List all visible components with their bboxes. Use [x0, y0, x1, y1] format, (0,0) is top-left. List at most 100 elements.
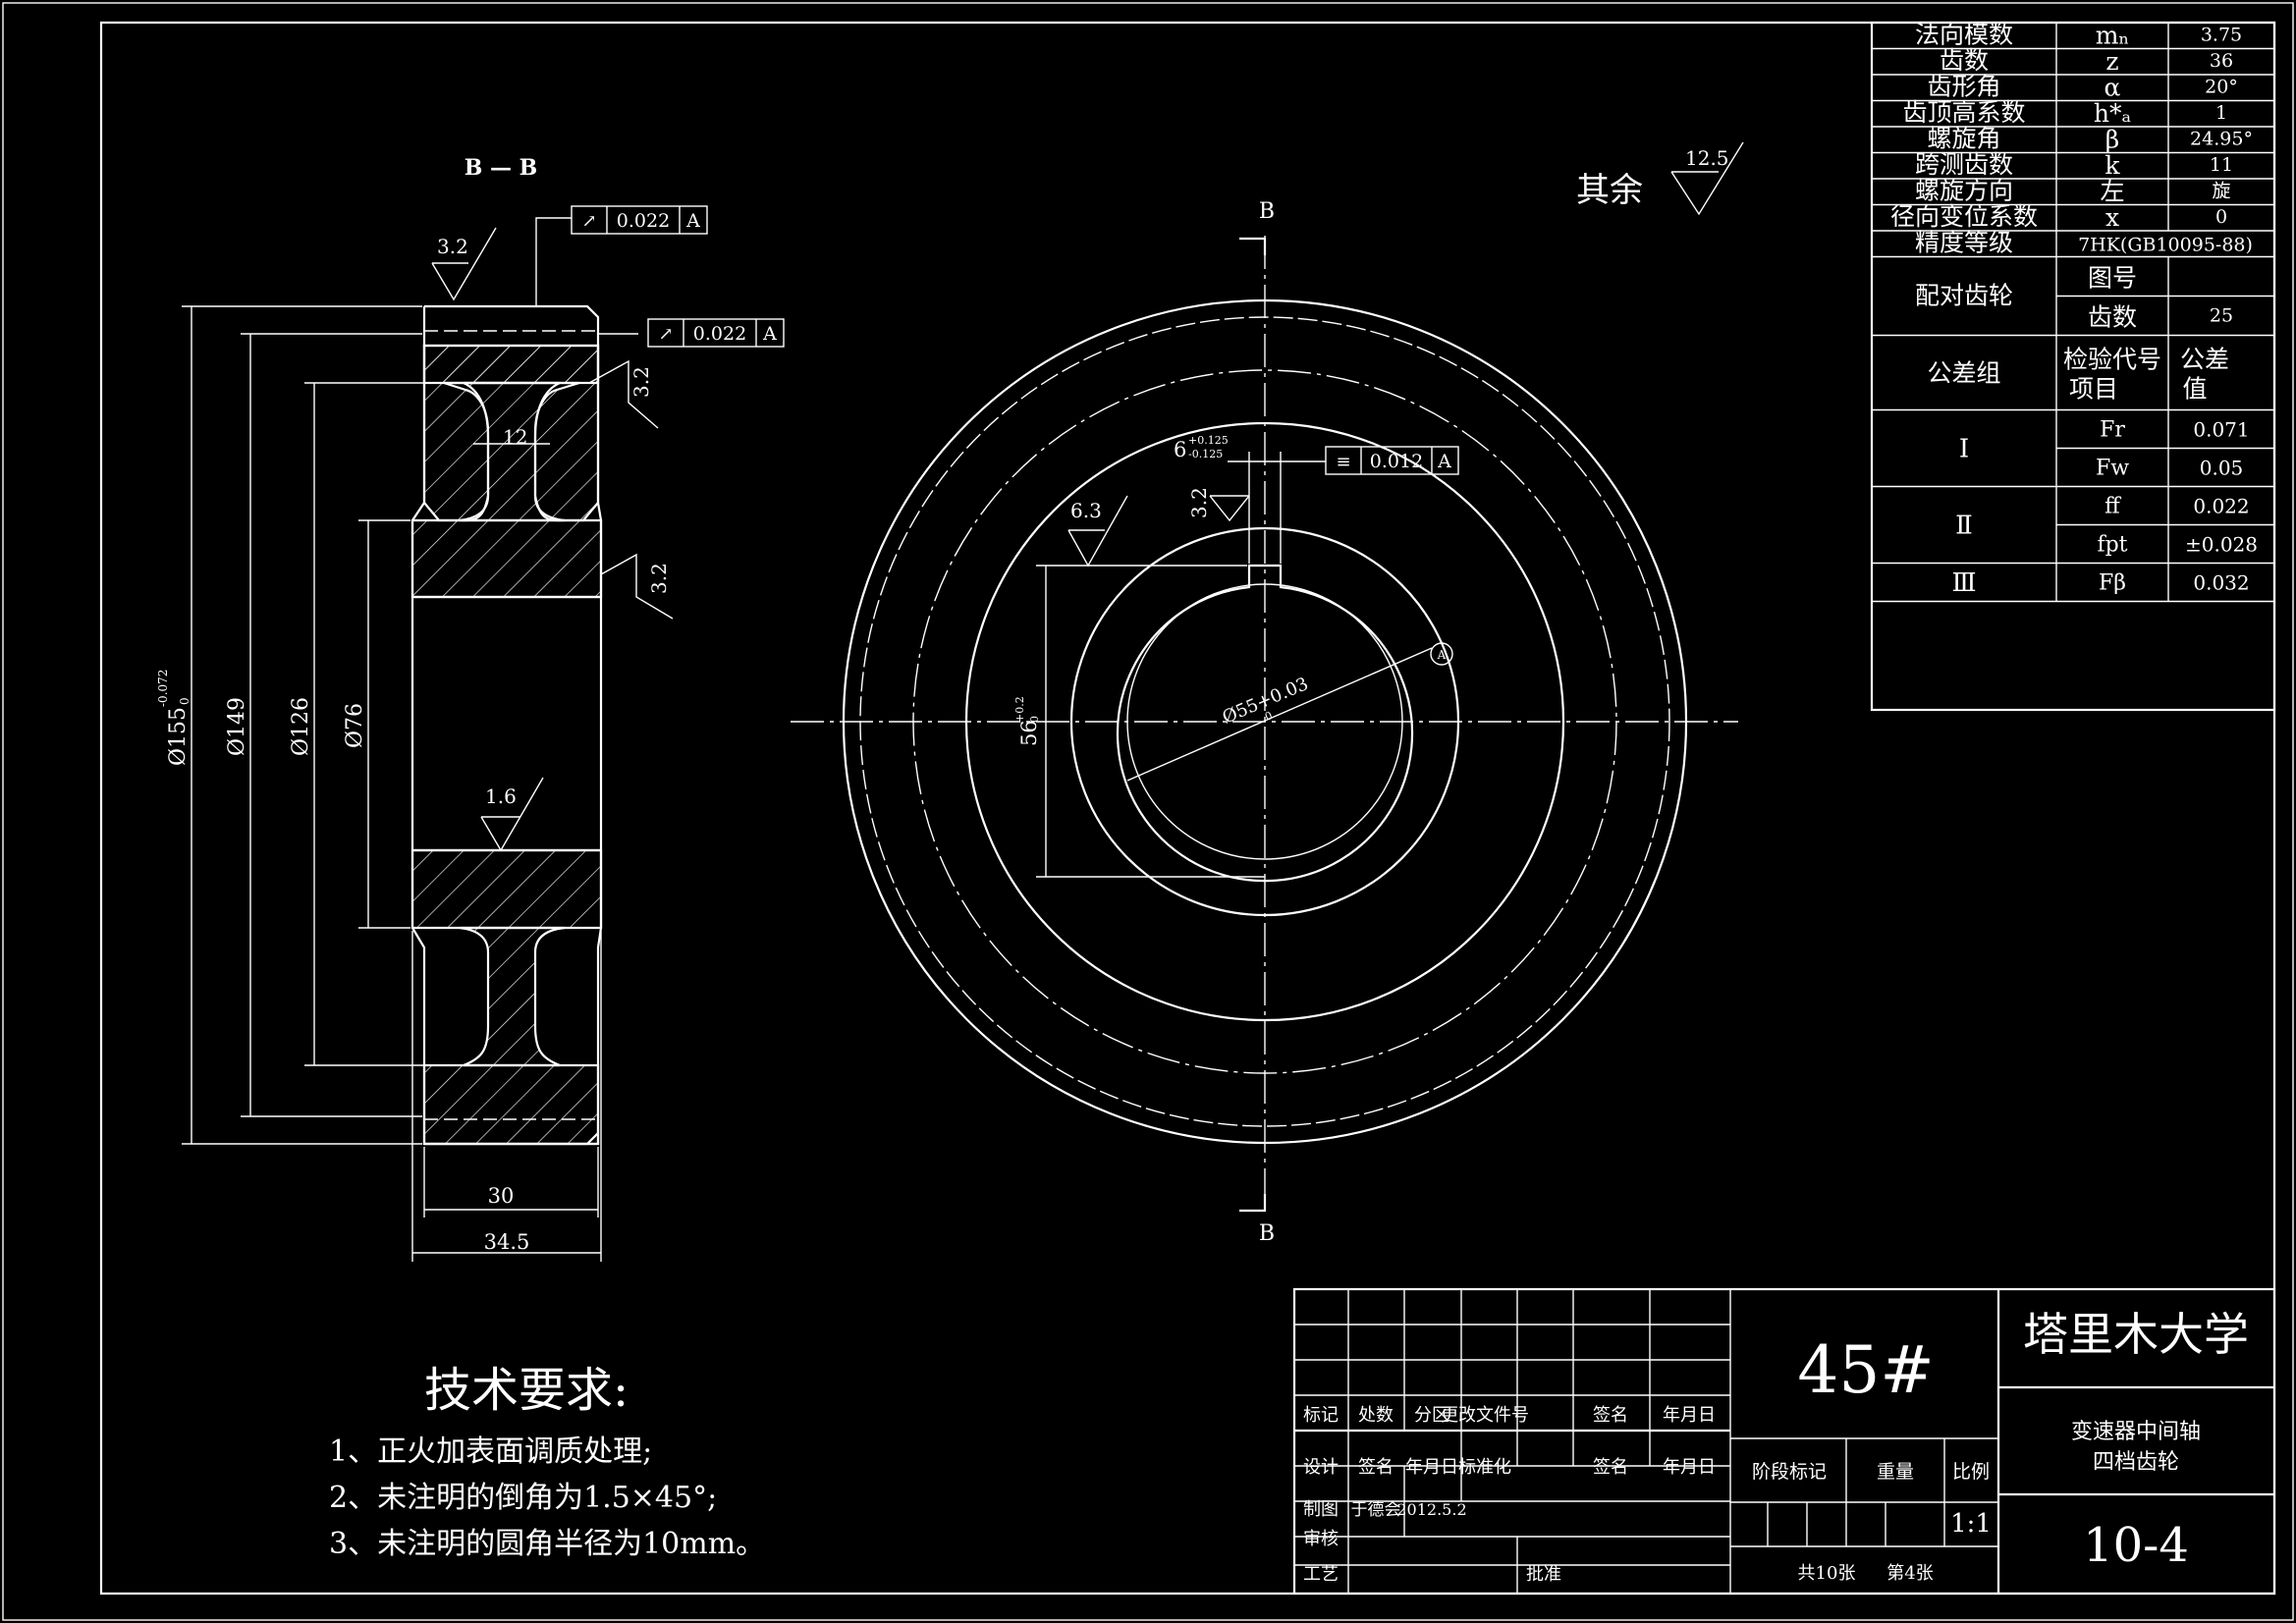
- rim-bottom: [422, 1063, 600, 1146]
- dim-key-width: 6: [1174, 438, 1186, 461]
- tolerance-value: 0.071: [2193, 418, 2249, 442]
- section-view: B — B Ø155 -0.072 0 Ø149 Ø126 Ø76: [156, 155, 785, 1262]
- rev-header-cell: 分区: [1414, 1405, 1449, 1426]
- dim-key-depth-tol-lower: 0: [1028, 716, 1041, 723]
- dim-bore-dia-tol-lower: 0: [1263, 709, 1275, 724]
- weight-label: 重量: [1877, 1461, 1914, 1483]
- title-block: 标记处数分区更改文件号签名年月日 设计签名年月日标准化签名年月日 制图 于德会 …: [1292, 1287, 2276, 1596]
- gear-param-symbol: mₙ: [2096, 22, 2130, 50]
- svg-text:3.2: 3.2: [629, 366, 653, 398]
- tech-item-3: 3、未注明的圆角半径为10mm。: [329, 1527, 765, 1561]
- hub-bottom: [410, 848, 603, 930]
- svg-text:0.012: 0.012: [1370, 451, 1423, 472]
- svg-text:6.3: 6.3: [1070, 499, 1102, 522]
- bore-with-keyway: [1116, 564, 1414, 883]
- svg-text:A: A: [1437, 451, 1451, 472]
- sign-headers: 设计签名年月日标准化签名年月日: [1303, 1457, 1716, 1478]
- rev-headers: 标记处数分区更改文件号签名年月日: [1303, 1405, 1716, 1426]
- circle-outer-chamfer: [859, 316, 1670, 1127]
- svg-text:1.6: 1.6: [485, 784, 517, 808]
- sheets-total: 共10张: [1798, 1563, 1856, 1584]
- dim-d149: Ø149: [225, 697, 249, 756]
- tolerance-group-value-header-2: 值: [2182, 375, 2207, 404]
- section-mark-bottom: B: [1259, 1221, 1275, 1246]
- gear-param-label: 螺旋角: [1927, 125, 2000, 153]
- svg-text:0.022: 0.022: [693, 323, 746, 345]
- roughness-top: 3.2: [431, 227, 497, 301]
- tolerance-code: Fw: [2096, 457, 2129, 481]
- mating-gear-row-label: 齿数: [2088, 303, 2137, 332]
- roughness-front: 6.3: [1067, 495, 1128, 568]
- roughness-bore: 1.6: [480, 777, 544, 852]
- sign-header-cell: 签名: [1358, 1457, 1394, 1478]
- tolerance-value: 0.022: [2193, 495, 2249, 518]
- sign-header-cell: 签名: [1593, 1457, 1628, 1478]
- roughness-keyway: 3.2: [1187, 487, 1250, 522]
- mating-gear-label: 配对齿轮: [1915, 282, 2013, 310]
- dim-key-width-tol-upper: +0.125: [1188, 434, 1229, 447]
- dim-width-30: 30: [488, 1184, 515, 1208]
- svg-text:0.022: 0.022: [617, 210, 670, 232]
- rev-header-cell: 标记: [1303, 1405, 1339, 1426]
- gear-param-label: 法向模数: [1915, 21, 2013, 49]
- gear-param-symbol: k: [2105, 151, 2120, 180]
- gear-param-value: 24.95°: [2190, 129, 2253, 150]
- gear-param-label: 精度等级: [1915, 229, 2013, 257]
- tolerance-frame-3: ≡ 0.012 A: [1325, 446, 1459, 475]
- gear-param-symbol: β: [2105, 126, 2119, 154]
- sign-header-cell: 年月日: [1405, 1457, 1458, 1478]
- tolerance-value: ±0.028: [2185, 533, 2258, 557]
- bore-chamfer: [1126, 583, 1403, 860]
- gear-param-label: 齿形角: [1927, 73, 2000, 101]
- tolerance-group-header: 公差组: [1927, 359, 2000, 388]
- svg-text:3.2: 3.2: [437, 235, 468, 258]
- mating-gear-row-label: 图号: [2088, 264, 2137, 293]
- front-view: B B 6 +0.125 -0.125 ≡ 0.012 A 3.2 6.3 56…: [791, 199, 1738, 1246]
- drawn-date: 2012.5.2: [1396, 1500, 1466, 1519]
- dim-d155-tol-upper: 0: [178, 697, 191, 705]
- dim-d76: Ø76: [343, 703, 367, 748]
- datum-a-marker: [1430, 642, 1453, 666]
- sign-header-cell: 标准化: [1458, 1457, 1511, 1478]
- part-name-1: 变速器中间轴: [2071, 1420, 2201, 1444]
- general-roughness-value: 12.5: [1685, 146, 1729, 170]
- school-name: 塔里木大学: [2023, 1308, 2249, 1361]
- sign-header-cell: 年月日: [1663, 1457, 1716, 1478]
- rev-header-cell: 处数: [1358, 1405, 1394, 1426]
- svg-text:A: A: [1437, 648, 1447, 662]
- tech-item-2: 2、未注明的倒角为1.5×45°;: [329, 1481, 717, 1515]
- tolerance-group-value-header: 公差: [2180, 346, 2229, 374]
- svg-text:↗: ↗: [581, 211, 596, 232]
- gear-param-value: 旋: [2212, 181, 2230, 202]
- dim-d126: Ø126: [289, 697, 313, 756]
- hub-top: [410, 518, 603, 599]
- gear-param-symbol: x: [2105, 203, 2119, 232]
- drawn-by: 于德会: [1351, 1500, 1401, 1520]
- circle-hub: [1069, 526, 1460, 917]
- circle-pitch: [912, 369, 1617, 1074]
- general-roughness-prefix: 其余: [1576, 171, 1643, 210]
- rev-header-cell: 更改文件号: [1441, 1405, 1529, 1426]
- gear-param-symbol: α: [2105, 74, 2121, 102]
- tolerance-group-item-header-2: 项目: [2069, 375, 2118, 404]
- gear-param-symbol: z: [2105, 47, 2118, 76]
- gear-param-label: 齿数: [1940, 46, 1989, 75]
- dim-key-depth-tol-upper: +0.2: [1013, 696, 1026, 723]
- dim-key-depth: 56: [1017, 720, 1041, 746]
- gear-param-label: 跨测齿数: [1915, 150, 2013, 179]
- gear-param-symbol: h*ₐ: [2094, 99, 2131, 128]
- svg-text:↗: ↗: [658, 324, 673, 345]
- drawing-number: 10-4: [2083, 1518, 2189, 1573]
- material: 45#: [1797, 1332, 1934, 1408]
- gear-param-value: 36: [2210, 50, 2233, 72]
- dim-key-width-tol-lower: -0.125: [1188, 448, 1223, 460]
- section-mark-top: B: [1259, 199, 1275, 224]
- gear-param-value: 3.75: [2201, 25, 2242, 46]
- inner-border: [99, 21, 2276, 1596]
- gear-param-symbol: 左: [2100, 178, 2124, 206]
- drawn-label: 制图: [1303, 1499, 1339, 1520]
- rim-top-band: [422, 344, 600, 385]
- tolerance-value: 0.032: [2193, 571, 2249, 595]
